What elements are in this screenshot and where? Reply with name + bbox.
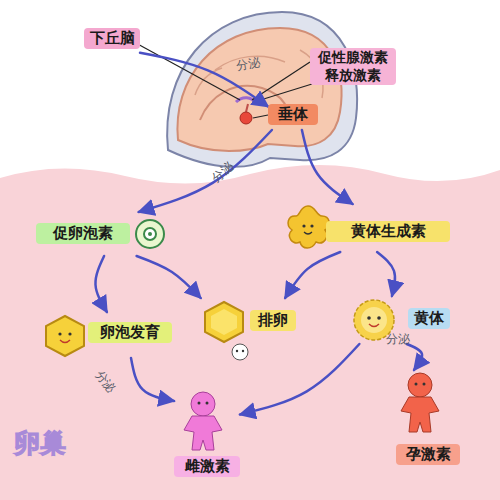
- face-eye: [310, 224, 313, 227]
- node-text: 促性腺激素 释放激素: [310, 48, 396, 85]
- hormone-icon: [288, 206, 329, 248]
- cell-nucleus: [144, 228, 156, 240]
- hormone-node: 促卵泡素: [36, 212, 170, 256]
- figure-head: [191, 392, 215, 416]
- hormone-node: 雌激素: [174, 388, 240, 480]
- follicle-icon: [46, 316, 84, 356]
- arrow-connector: [140, 53, 268, 107]
- arrow-connector: [95, 256, 106, 312]
- head-outline: [167, 12, 357, 167]
- ovulation-icon: [205, 302, 243, 342]
- face-eye: [377, 316, 381, 320]
- figure-head: [408, 373, 432, 397]
- arrow-connector: [377, 252, 395, 296]
- face-eye: [58, 332, 61, 335]
- progesterone-figure: [401, 373, 439, 432]
- face-eye: [206, 402, 209, 405]
- leader-line: [134, 42, 240, 100]
- node-text: 垂体: [268, 104, 318, 125]
- node-text: 黄体生成素: [326, 221, 450, 242]
- estrogen-figure: [184, 392, 222, 450]
- node-text: 促卵泡素: [36, 223, 130, 244]
- face-eye: [302, 224, 305, 227]
- face-eye: [242, 350, 244, 352]
- figure-body: [184, 416, 222, 450]
- process-node: 卵泡发育: [42, 312, 174, 358]
- face-mouth: [304, 232, 312, 234]
- face-eye: [367, 316, 371, 320]
- node-text: 孕激素: [396, 444, 460, 465]
- brain-part-label: 下丘脑: [84, 28, 140, 54]
- face-eye: [423, 383, 426, 386]
- node-text: 黄体: [408, 308, 450, 329]
- node-text: 下丘脑: [84, 28, 140, 49]
- node-text: 排卵: [250, 310, 296, 331]
- egg-icon: [232, 344, 248, 360]
- figure-body: [401, 397, 439, 432]
- face-mouth: [60, 340, 70, 343]
- cell-nucleus: [148, 232, 152, 236]
- ovulation-icon-inner: [211, 309, 237, 335]
- leader-line: [254, 84, 312, 102]
- hormone-label: 促性腺激素 释放激素: [306, 46, 402, 94]
- organ-label: 卵巢: [14, 426, 66, 461]
- leader-line: [253, 115, 268, 118]
- arrow-connector: [139, 130, 272, 212]
- pituitary-stalk: [246, 104, 248, 112]
- arrow-connector: [240, 344, 359, 415]
- face-eye: [198, 402, 201, 405]
- arrow-connector: [137, 256, 201, 298]
- face-mouth: [369, 324, 379, 327]
- brain: [177, 28, 341, 151]
- arrow-connector: [285, 252, 340, 298]
- node-text: 卵泡发育: [88, 322, 172, 343]
- pituitary-gland: [240, 112, 252, 124]
- arrow-connector: [131, 358, 174, 401]
- corpus-luteum-core: [361, 307, 387, 333]
- face-eye: [236, 350, 238, 352]
- ovary-region: [0, 165, 500, 500]
- hormone-node: 黄体生成素: [286, 204, 452, 252]
- hormone-node: 孕激素: [392, 370, 464, 470]
- arrow-connector: [302, 130, 353, 204]
- face-eye: [68, 332, 71, 335]
- process-node: 排卵: [200, 298, 296, 360]
- face-eye: [415, 383, 418, 386]
- node-text: 雌激素: [174, 456, 240, 477]
- edge-label: 分泌: [386, 331, 410, 348]
- cell-icon: [136, 220, 164, 248]
- gland-label: 垂体: [268, 104, 318, 130]
- brain-fold: [195, 50, 323, 98]
- arrow-connector: [407, 344, 422, 370]
